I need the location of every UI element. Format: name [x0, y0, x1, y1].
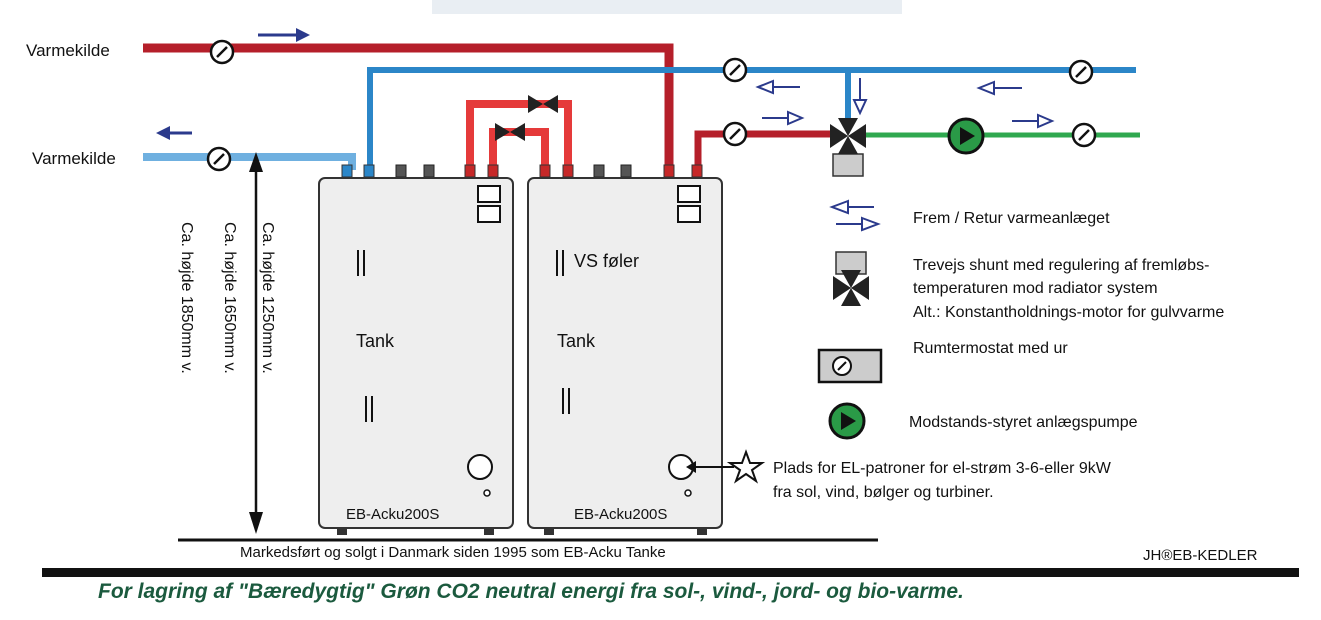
- legend: Frem / Retur varmeanlæget Trevejs shunt …: [817, 199, 1224, 440]
- height-1650-label: Ca. højde 1650mm v.: [221, 222, 238, 374]
- valve-icon: [528, 95, 558, 113]
- flow-arrow-icon: [258, 28, 310, 42]
- legend-flow-return: Frem / Retur varmeanlæget: [913, 210, 1110, 227]
- el-note-line2: fra sol, vind, bølger og turbiner.: [773, 484, 994, 501]
- legend-pump: Modstands-styret anlægspumpe: [909, 414, 1138, 431]
- el-note-line1: Plads for EL-patroner for el-strøm 3-6-e…: [773, 460, 1112, 477]
- pipes: [143, 43, 1140, 170]
- sensor-icon: [556, 250, 564, 276]
- supply-pipe-source: [143, 43, 674, 168]
- tank-left-model: EB-Acku200S: [346, 506, 439, 523]
- flow-arrow-icon: [976, 80, 1022, 96]
- sensor-icon: [357, 250, 365, 276]
- three-way-valve-icon: [830, 118, 866, 177]
- valve-icon: [495, 123, 525, 141]
- flow-arrow-icon: [852, 78, 868, 116]
- star-icon: [726, 449, 766, 484]
- pump-legend-icon: [828, 402, 866, 440]
- marketing-text: Markedsført og solgt i Danmark siden 199…: [240, 544, 666, 561]
- height-1250-label: Ca. højde 1250mm v.: [259, 222, 276, 374]
- heating-element-icon: [467, 454, 493, 480]
- legend-thermostat: Rumtermostat med ur: [913, 340, 1068, 357]
- return-pipe-top: [367, 67, 1136, 168]
- interconnect-upper: [466, 100, 572, 170]
- sensor-icon: [365, 396, 373, 422]
- vs-sensor-label: VS føler: [574, 251, 639, 271]
- tank-right-label: Tank: [557, 331, 596, 351]
- thermometer-gauge-icon: [209, 39, 235, 65]
- brand-text: JH®EB-KEDLER: [1143, 547, 1258, 564]
- legend-shunt-line1: Trevejs shunt med regulering af fremløbs…: [913, 257, 1209, 274]
- thermostat-icon: [817, 348, 883, 384]
- flow-arrow-icon: [1012, 113, 1055, 129]
- flow-arrow-icon: [156, 126, 192, 140]
- thermometer-gauge-icon: [722, 121, 748, 147]
- thermometer-gauge-icon: [722, 57, 748, 83]
- thermometer-gauge-icon: [206, 146, 232, 172]
- circulation-pump-icon: [947, 117, 985, 155]
- legend-shunt-line3: Alt.: Konstantholdnings-motor for gulvva…: [913, 304, 1224, 321]
- legend-shunt-line2: temperaturen mod radiator system: [913, 280, 1158, 297]
- interconnect-lower: [489, 128, 549, 170]
- footer-slogan: For lagring af "Bæredygtig" Grøn CO2 neu…: [98, 580, 964, 603]
- footer-bar: [42, 568, 1299, 577]
- el-note: Plads for EL-patroner for el-strøm 3-6-e…: [686, 449, 1112, 501]
- three-way-valve-legend-icon: [833, 251, 869, 306]
- flow-arrow-icon: [762, 110, 805, 126]
- tank-connectors: [341, 164, 703, 178]
- height-dimension: [249, 152, 263, 534]
- heat-source-label-top: Varmekilde: [26, 41, 110, 60]
- tank-right-model: EB-Acku200S: [574, 506, 667, 523]
- height-1850-label: Ca. højde 1850mm v.: [178, 222, 195, 374]
- thermometer-gauge-icon: [1068, 59, 1094, 85]
- tank-right: VS føler Tank EB-Acku200S: [527, 177, 723, 535]
- flow-return-legend-icon: [829, 199, 881, 232]
- flow-pipe-to-shunt: [694, 130, 832, 170]
- tank-left-label: Tank: [356, 331, 395, 351]
- sensor-icon: [562, 388, 570, 414]
- thermometer-gauge-icon: [1071, 122, 1097, 148]
- top-banner: [432, 0, 902, 14]
- return-pipe-source: [143, 153, 356, 170]
- tank-left: Tank EB-Acku200S: [318, 177, 514, 535]
- flow-arrow-icon: [755, 79, 800, 95]
- heat-source-label-bottom: Varmekilde: [32, 149, 116, 168]
